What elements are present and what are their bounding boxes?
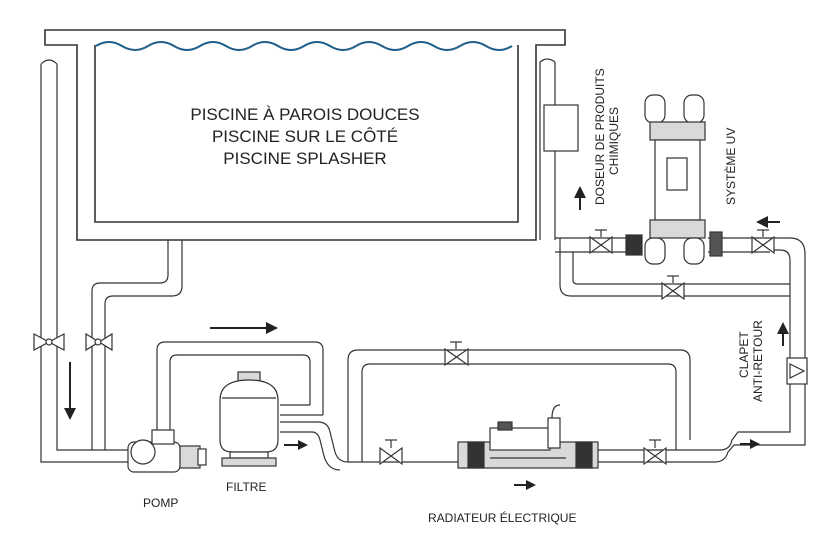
doser-label: DOSEUR DE PRODUITS CHIMIQUES [593, 68, 621, 205]
valve-uv-bypass [661, 275, 685, 301]
valve-left-inner [85, 332, 113, 352]
valve-uv-out [751, 229, 775, 255]
arrow-right-filter [284, 440, 308, 450]
valve-left-outer [33, 333, 65, 351]
chemical-doser [543, 104, 579, 152]
check-valve [786, 357, 808, 385]
pool-label-line-3: PISCINE SPLASHER [223, 149, 386, 168]
arrow-down-left [64, 362, 76, 420]
check-valve-label: CLAPET ANTI-RETOUR [737, 320, 765, 402]
pool-label-line-1: PISCINE À PAROIS DOUCES [190, 105, 419, 124]
valves [33, 229, 808, 466]
arrow-left-uv [756, 216, 780, 228]
doser-label-line-1: DOSEUR DE PRODUITS [593, 68, 607, 205]
arrow-up-check [777, 322, 789, 346]
valve-uv-in [589, 229, 613, 255]
check-valve-label-line-2: ANTI-RETOUR [751, 320, 765, 402]
arrow-right-out [740, 439, 760, 449]
pool-tank [44, 29, 566, 241]
filter-label: FILTRE [226, 480, 266, 494]
uv-label-text: SYSTÈME UV [723, 128, 738, 205]
valve-bypass [444, 341, 469, 367]
pool-label-line-2: PISCINE SUR LE CÔTÉ [212, 127, 398, 146]
electric-heater [457, 404, 599, 469]
pump [127, 429, 207, 473]
uv-system [625, 94, 723, 265]
pump-label: POMP [143, 496, 178, 510]
water-surface [95, 41, 513, 51]
uv-label: SYSTÈME UV [723, 128, 738, 205]
valve-heater-out [643, 439, 667, 466]
arrow-up-doser [574, 186, 586, 210]
check-valve-label-line-1: CLAPET [737, 331, 751, 378]
arrow-right-heater [514, 480, 536, 490]
flow-arrows [64, 186, 789, 490]
valve-heater-in [379, 439, 403, 466]
pipes [40, 58, 806, 471]
heater-label: RADIATEUR ÉLECTRIQUE [428, 510, 576, 525]
doser-label-line-2: CHIMIQUES [607, 107, 621, 175]
sand-filter [219, 371, 279, 467]
arrow-right-top [210, 322, 278, 334]
